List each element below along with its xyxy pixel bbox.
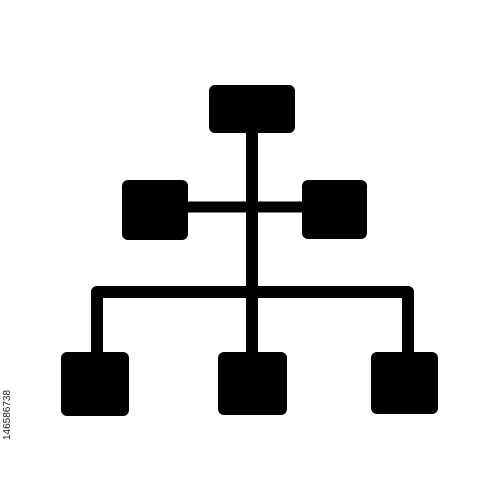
level3-node-center: [218, 352, 287, 415]
level3-node-left: [61, 352, 129, 416]
level3-connector-line: [91, 286, 414, 358]
level3-node-right: [371, 352, 438, 414]
stock-id-watermark: 146586738: [0, 250, 16, 500]
nodes: [61, 85, 438, 416]
root-node: [209, 85, 295, 133]
connector-lines: [91, 124, 414, 358]
stock-id-text: 146586738: [2, 389, 13, 440]
level2-node-right: [302, 180, 367, 239]
level2-node-left: [122, 180, 188, 240]
